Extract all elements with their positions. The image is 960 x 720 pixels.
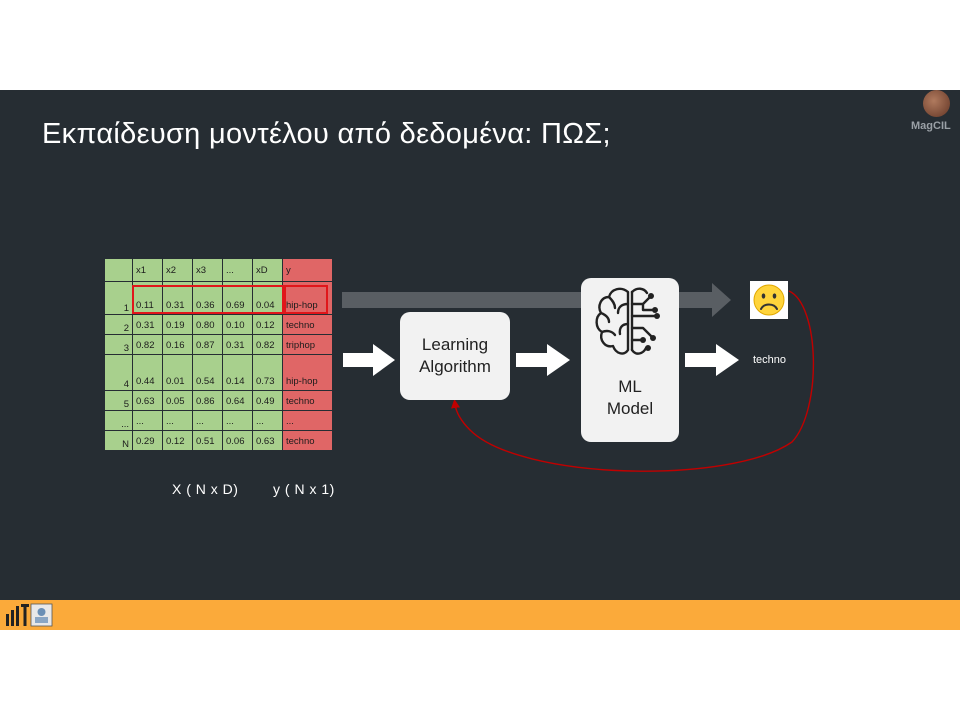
feature-cell: ... <box>252 410 283 431</box>
feature-cell: 0.54 <box>192 354 223 391</box>
feature-cell: 0.87 <box>192 334 223 355</box>
row-index-cell: 3 <box>104 334 133 355</box>
table-header-cell: x2 <box>162 258 193 282</box>
magcil-logo-mark-icon <box>923 90 950 117</box>
feature-cell: 0.06 <box>222 430 253 451</box>
row-index-cell: 5 <box>104 390 133 411</box>
table-header-cell: y <box>282 258 333 282</box>
model-to-output-arrow <box>685 344 739 376</box>
sad-face-icon <box>750 281 788 319</box>
feature-cell: 0.12 <box>162 430 193 451</box>
feature-cell: 0.31 <box>222 334 253 355</box>
row-index-cell: 1 <box>104 281 133 315</box>
label-cell: techno <box>282 430 333 451</box>
learning-algorithm-box: Learning Algorithm <box>400 312 510 400</box>
row-index-cell: N <box>104 430 133 451</box>
slide-title: Εκπαίδευση μοντέλου από δεδομένα: ΠΩΣ; <box>42 118 611 150</box>
row-index-cell: ... <box>104 410 133 431</box>
table-header-cell: xD <box>252 258 283 282</box>
feature-cell: 0.19 <box>162 314 193 335</box>
y-dimensions-label: y ( N x 1) <box>273 481 335 497</box>
feature-cell: 0.05 <box>162 390 193 411</box>
footer-bar <box>0 600 960 630</box>
feature-cell: ... <box>222 410 253 431</box>
label-cell: techno <box>282 390 333 411</box>
label-cell: ... <box>282 410 333 431</box>
brain-circuit-icon <box>595 287 660 355</box>
feature-cell: 0.01 <box>162 354 193 391</box>
ml-model-line1: ML <box>618 377 642 396</box>
feature-cell: 0.63 <box>252 430 283 451</box>
feature-cell: 0.73 <box>252 354 283 391</box>
algorithm-to-model-arrow <box>516 344 570 376</box>
feedback-arrow <box>451 290 815 472</box>
table-to-algorithm-arrow <box>343 344 395 376</box>
magcil-logo: MagCIL <box>907 90 960 138</box>
table-header-cell: x1 <box>132 258 163 282</box>
label-cell: hip-hop <box>282 354 333 391</box>
feature-cell: 0.86 <box>192 390 223 411</box>
feature-cell: 0.29 <box>132 430 163 451</box>
slide: Εκπαίδευση μοντέλου από δεδομένα: ΠΩΣ; M… <box>0 90 960 630</box>
feature-cell: ... <box>162 410 193 431</box>
feature-cell: 0.63 <box>132 390 163 411</box>
gray-inference-arrow <box>342 283 731 317</box>
row-features-highlight <box>132 285 284 314</box>
table-row: ..................... <box>104 410 333 431</box>
diagram-arrows <box>342 283 815 472</box>
row-index-cell: 4 <box>104 354 133 391</box>
table-header-cell: ... <box>222 258 253 282</box>
feature-cell: 0.82 <box>252 334 283 355</box>
feature-cell: 0.31 <box>132 314 163 335</box>
prediction-label: techno <box>753 354 787 366</box>
ml-model-line2: Model <box>606 399 654 418</box>
row-label-highlight <box>284 285 328 314</box>
magcil-logo-text: MagCIL <box>911 120 951 132</box>
feature-cell: 0.14 <box>222 354 253 391</box>
university-logo-icon <box>6 603 53 627</box>
feature-cell: 0.10 <box>222 314 253 335</box>
learning-algorithm-line1: Learning <box>421 335 489 354</box>
learning-algorithm-line2: Algorithm <box>419 357 491 376</box>
x-dimensions-label: X ( N x D) <box>172 481 239 497</box>
feature-cell: ... <box>132 410 163 431</box>
feature-cell: 0.51 <box>192 430 223 451</box>
row-index-cell: 2 <box>104 314 133 335</box>
ml-model-box: ML Model <box>581 278 679 442</box>
